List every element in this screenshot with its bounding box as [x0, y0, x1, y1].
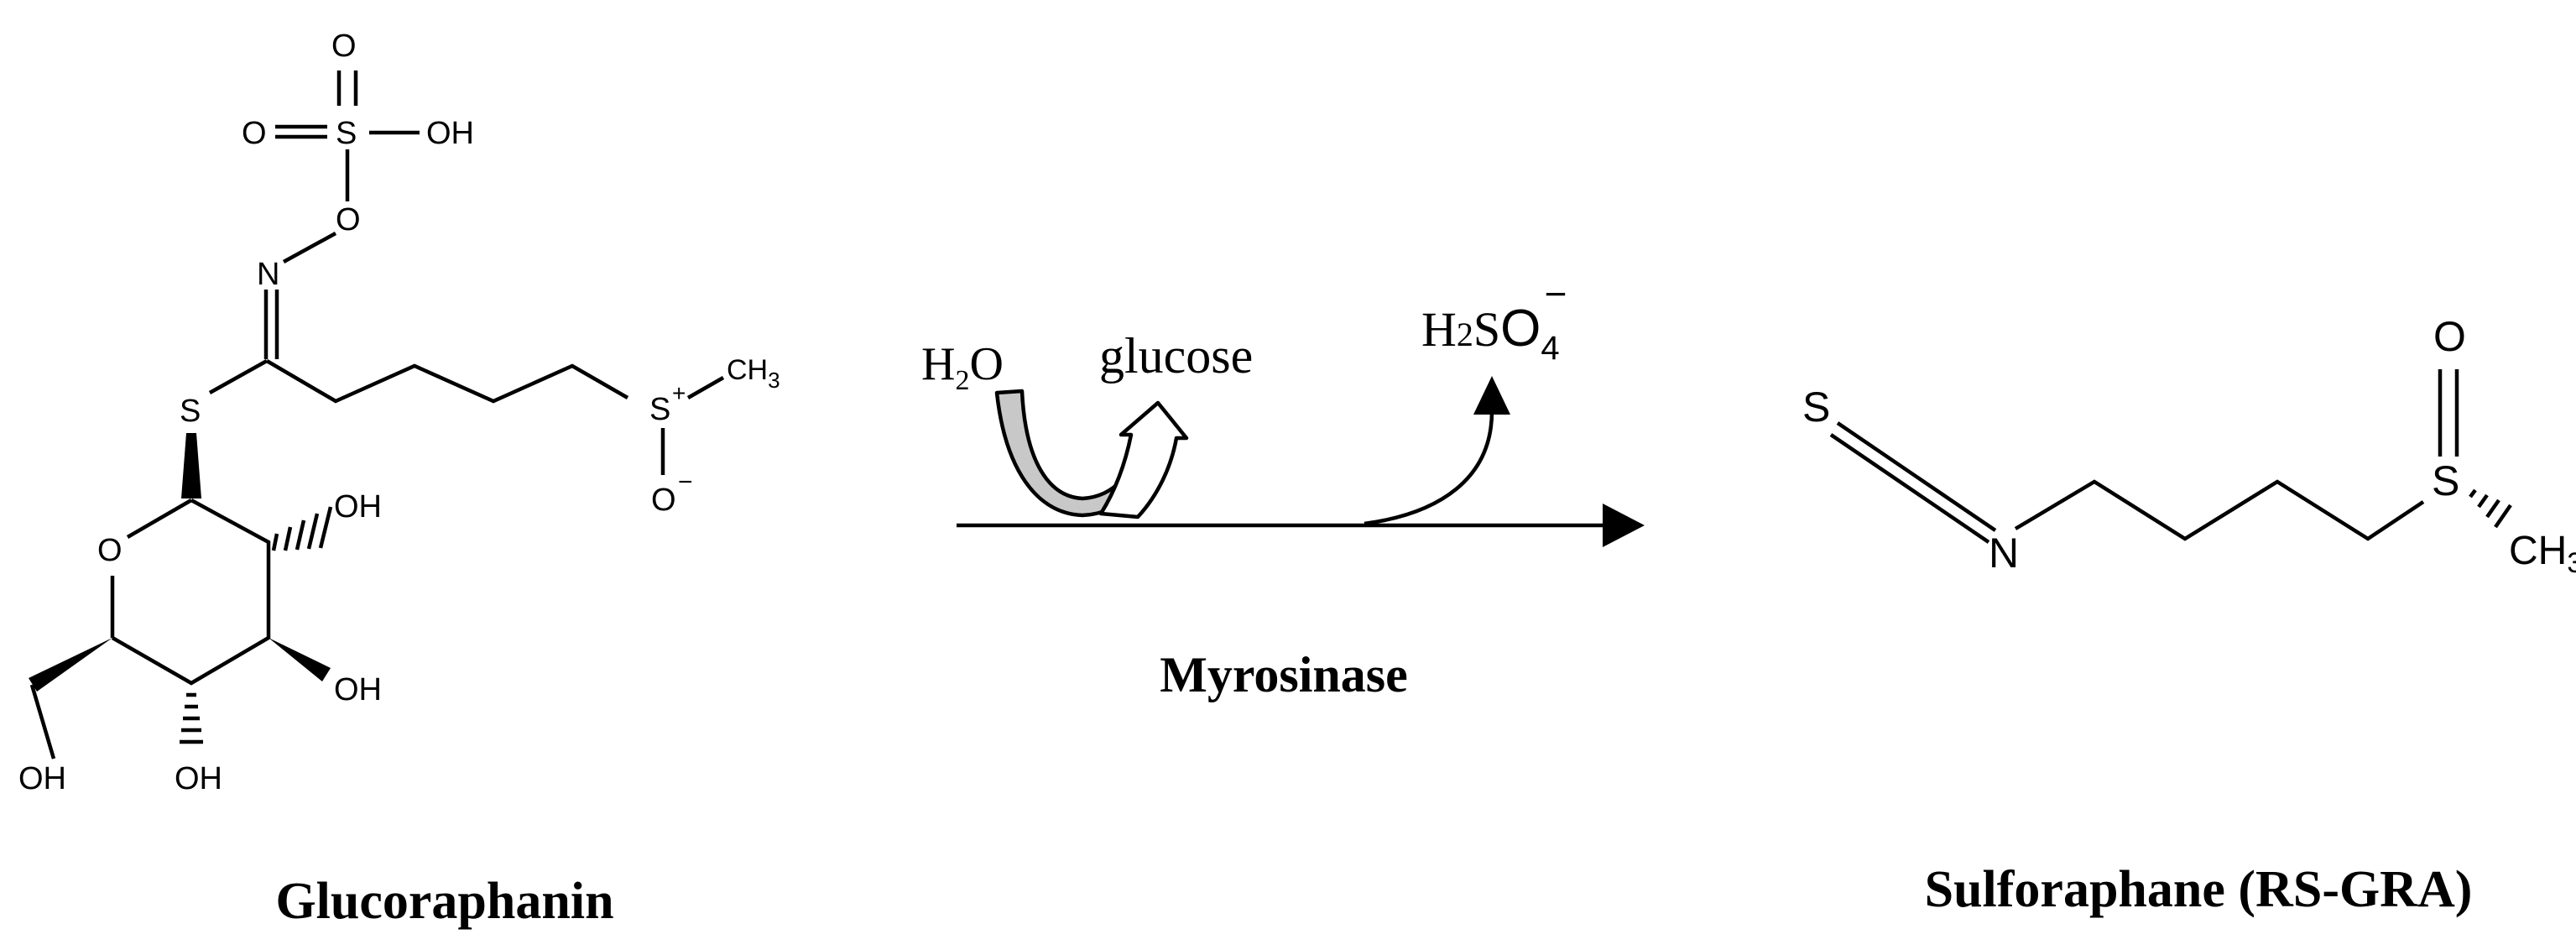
product-name: Sulforaphane (RS-GRA) — [1925, 861, 2473, 918]
reaction-arrow — [957, 376, 1645, 547]
atom-o-ring: O — [97, 533, 123, 568]
atom-n-isothiocyanate: N — [1989, 530, 2019, 577]
glucose-curved-arrow — [1098, 400, 1189, 519]
atom-o-link: O — [336, 202, 361, 238]
sulforaphane-structure — [1829, 369, 2512, 544]
reactant-name: Glucoraphanin — [275, 873, 613, 930]
hashed-bond-c2 — [271, 506, 333, 551]
atom-ch3-product: CH3 — [2509, 529, 2576, 579]
atom-s-sulfinyl: S — [2432, 457, 2459, 504]
atom-ch3-reactant: CH3 — [727, 354, 780, 393]
charge-plus: + — [672, 380, 686, 406]
atom-oh-c6: OH — [18, 761, 66, 796]
sulfate-label: H2SO4− — [1421, 272, 1567, 367]
hashed-bond-s-ch3 — [2469, 488, 2512, 529]
atom-s-sulfate: S — [336, 116, 357, 151]
glucoraphanin-structure — [29, 70, 725, 759]
atom-oh-sulfate: OH — [426, 116, 474, 151]
atom-n-oxime: N — [257, 257, 279, 292]
atom-o-sulfoxide: O — [651, 483, 676, 518]
hashed-bond-c4 — [180, 692, 203, 744]
atom-s-isothiocyanate: S — [1802, 384, 1830, 431]
glucose-label: glucose — [1099, 328, 1253, 384]
atom-s-thio: S — [180, 394, 201, 429]
atom-o-sulfinyl: O — [2433, 313, 2466, 360]
atom-oh-c2: OH — [334, 489, 382, 525]
enzyme-label: Myrosinase — [1160, 647, 1408, 702]
charge-minus: − — [678, 468, 693, 496]
atom-o-top: O — [331, 29, 357, 64]
atom-o-left: O — [242, 116, 267, 151]
water-label: H2O — [921, 338, 1004, 396]
atom-oh-c3: OH — [334, 672, 382, 707]
atom-oh-c4: OH — [175, 761, 222, 796]
atom-s-sulfonium: S — [649, 392, 670, 427]
